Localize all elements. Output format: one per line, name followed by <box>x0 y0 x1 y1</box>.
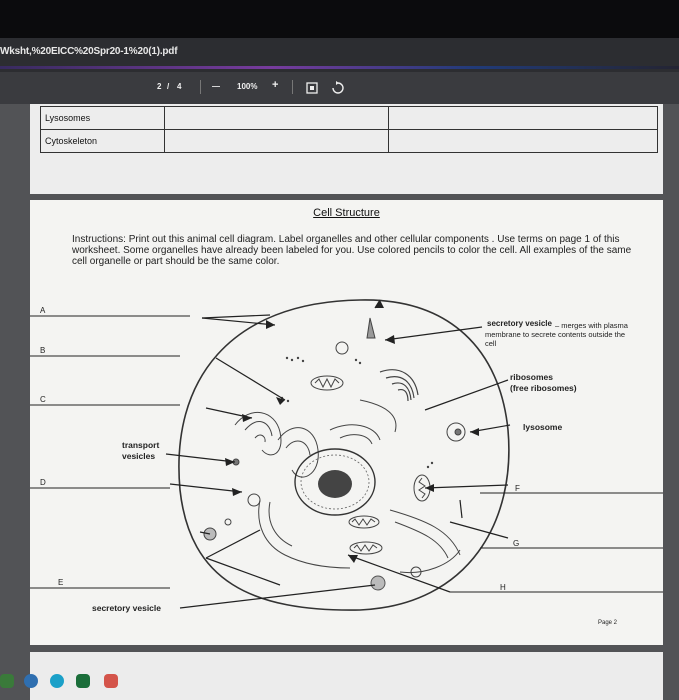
table-cell <box>164 129 389 153</box>
label-vesicles: vesicles <box>122 451 156 461</box>
pdf-page-2: Cell Structure Instructions: Print out t… <box>30 200 663 645</box>
mitochondria <box>310 375 431 555</box>
table-cell <box>388 129 658 153</box>
arrow-heads <box>225 300 479 563</box>
worksheet-title: Cell Structure <box>313 207 380 219</box>
endoplasmic-reticulum <box>234 399 397 478</box>
fit-page-icon[interactable] <box>306 82 318 94</box>
browser-icon[interactable] <box>24 674 38 688</box>
label-lysosome: lysosome <box>523 422 563 432</box>
rotate-icon[interactable] <box>331 81 345 95</box>
letter-f: F <box>515 484 520 493</box>
app-icon[interactable] <box>0 674 14 688</box>
label-secretory-vesicle-top: secretory vesicle <box>487 319 552 328</box>
nucleolus <box>318 470 352 498</box>
label-free-ribosomes: (free ribosomes) <box>510 383 577 393</box>
vesicles <box>203 341 466 578</box>
os-taskbar <box>0 664 130 700</box>
letter-a: A <box>40 306 46 315</box>
page-footer: Page 2 <box>598 620 618 626</box>
animal-cell-diagram <box>30 299 663 611</box>
letter-h: H <box>500 583 506 592</box>
pdf-page-3-top <box>30 652 663 700</box>
letter-g: G <box>513 539 520 548</box>
table-cell-label: Cytoskeleton <box>40 129 165 153</box>
pdf-toolbar: 2 / 4 — 100% + <box>0 72 679 104</box>
page-current[interactable]: 2 <box>157 82 162 91</box>
files-icon[interactable] <box>76 674 90 688</box>
rough-er-bottom <box>258 499 461 574</box>
letter-d: D <box>40 478 46 487</box>
table-cell-label: Lysosomes <box>40 106 165 130</box>
toolbar-divider <box>200 80 201 94</box>
zoom-out-button[interactable]: — <box>212 82 220 91</box>
page-separator: / <box>167 82 170 91</box>
free-ribosomes <box>280 356 434 469</box>
label-secretory-vesicle-note: – merges with plasma membrane to secrete… <box>485 321 628 348</box>
pointer-arrows <box>165 299 511 609</box>
label-secretory-vesicle-bottom: secretory vesicle <box>92 603 161 613</box>
table-cell <box>164 106 389 130</box>
letter-c: C <box>40 395 46 404</box>
worksheet-instructions: Instructions: Print out this animal cell… <box>72 234 632 267</box>
title-accent-line <box>0 66 679 69</box>
page-total: 4 <box>177 82 182 91</box>
nucleus <box>294 448 376 516</box>
table-row: Cytoskeleton <box>40 129 658 153</box>
organelle-table: Lysosomes Cytoskeleton <box>40 106 658 153</box>
zoom-in-button[interactable]: + <box>272 79 279 91</box>
toolbar-divider-2 <box>292 80 293 94</box>
label-transport: transport <box>122 440 160 450</box>
letter-b: B <box>40 346 46 355</box>
screen-top-bezel <box>0 0 679 38</box>
table-cell <box>388 106 658 130</box>
secretory-vesicle-top <box>366 317 376 339</box>
zoom-level[interactable]: 100% <box>237 82 258 91</box>
letter-e: E <box>58 578 64 587</box>
photos-icon[interactable] <box>104 674 118 688</box>
pdf-page-1-bottom: Lysosomes Cytoskeleton <box>30 104 663 194</box>
table-row: Lysosomes <box>40 106 658 130</box>
edge-icon[interactable] <box>50 674 64 688</box>
file-name: Wksht,%20EICC%20Spr20-1%20(1).pdf <box>0 46 178 57</box>
golgi-apparatus <box>379 369 419 402</box>
label-lines <box>30 315 663 593</box>
secretory-vesicle-bottom <box>370 575 386 591</box>
label-ribosomes: ribosomes <box>510 372 553 382</box>
cell-membrane <box>178 299 510 611</box>
nucleus-inner-membrane <box>300 454 370 510</box>
